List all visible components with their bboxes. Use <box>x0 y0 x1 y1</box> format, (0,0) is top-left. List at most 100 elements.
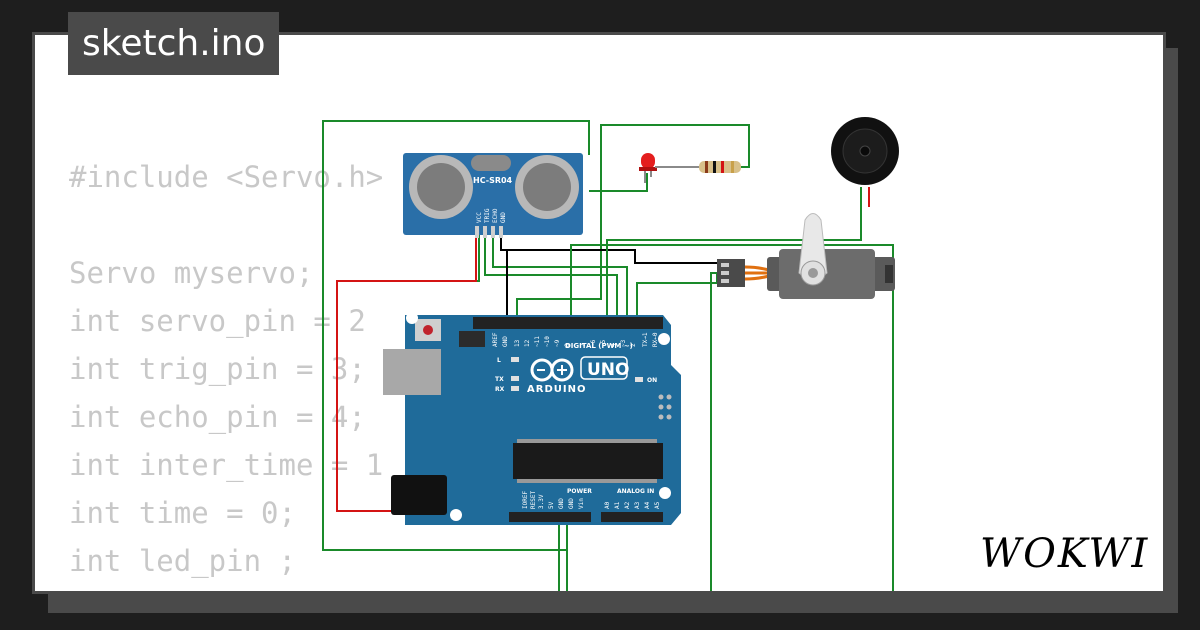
svg-text:~9: ~9 <box>554 339 561 347</box>
ultrasonic-sensor[interactable]: HC-SR04 VCC TRIG ECHO GND <box>403 153 583 238</box>
on-label: ON <box>647 377 657 384</box>
svg-text:A2: A2 <box>624 501 631 509</box>
svg-text:GND: GND <box>558 498 565 509</box>
resistor[interactable] <box>655 161 741 173</box>
code-line: int led_pin ; <box>69 544 296 578</box>
digital-header <box>473 317 663 329</box>
arduino-logo-icon <box>530 358 574 382</box>
digital-pin-labels: AREF GND 13 12 ~11 ~10 ~9 8 7 ~6 ~5 4 ~3… <box>492 332 659 347</box>
sensor-label: HC-SR04 <box>473 176 513 185</box>
wire-buzzer <box>606 187 862 318</box>
power-header <box>509 512 591 522</box>
svg-text:TX→1: TX→1 <box>642 332 649 347</box>
svg-text:GND: GND <box>568 498 575 509</box>
logo-label: ARDUINO <box>527 384 586 395</box>
sensor-header <box>475 226 503 238</box>
wire-sensor-gnd <box>500 235 508 318</box>
svg-text:~11: ~11 <box>534 336 541 347</box>
svg-text:IOREF: IOREF <box>522 491 529 509</box>
code-line: int time = 0; <box>69 496 296 530</box>
svg-text:A4: A4 <box>644 501 651 509</box>
led-label-rx: RX <box>495 386 505 393</box>
svg-text:~5: ~5 <box>600 339 607 347</box>
power-label: POWER <box>567 488 592 495</box>
sensor-right-mesh <box>523 163 571 211</box>
led-rim <box>639 167 657 171</box>
atmega-chip <box>513 443 663 479</box>
wire-servo-down <box>710 272 717 591</box>
mount-hole <box>406 312 418 324</box>
file-title-tab[interactable]: sketch.ino <box>68 12 280 75</box>
preview-card: #include <Servo.h> Servo myservo; int serv… <box>32 32 1166 594</box>
circuit-diagram: HC-SR04 VCC TRIG ECHO GND <box>322 117 899 591</box>
mount-hole <box>450 509 462 521</box>
analog-header <box>601 512 663 522</box>
buzzer[interactable] <box>831 117 899 185</box>
svg-text:13: 13 <box>514 339 521 347</box>
power-pin-labels: IOREF RESET 3.3V 5V GND GND Vin <box>522 491 585 509</box>
sensor-crystal <box>471 155 511 171</box>
svg-text:3.3V: 3.3V <box>538 494 545 509</box>
svg-text:RESET: RESET <box>530 491 537 509</box>
arduino-uno[interactable]: AREF GND 13 12 ~11 ~10 ~9 8 7 ~6 ~5 4 ~3… <box>383 312 681 525</box>
icsp-right <box>658 394 672 420</box>
power-jack <box>391 475 447 515</box>
code-line: Servo myservo; <box>69 256 314 290</box>
svg-text:A5: A5 <box>654 501 661 509</box>
mount-hole <box>658 333 670 345</box>
svg-text:7: 7 <box>580 343 587 347</box>
led-body <box>641 153 655 169</box>
wire-resistor <box>600 124 750 168</box>
sensor-pin-echo: ECHO <box>492 208 499 223</box>
sensor-pin-vcc: VCC <box>476 212 483 223</box>
svg-text:12: 12 <box>524 339 531 347</box>
svg-text:GND: GND <box>502 336 509 347</box>
code-listing: #include <Servo.h> Servo myservo; int serv… <box>69 153 384 591</box>
svg-text:AREF: AREF <box>492 332 499 347</box>
wokwi-logo: WOKWI <box>980 531 1149 577</box>
wire-echo <box>492 235 628 318</box>
wire-led-pin <box>516 137 602 318</box>
servo-top <box>779 249 875 299</box>
led-label-tx: TX <box>495 376 504 383</box>
wire-trig <box>484 235 618 318</box>
usb-port <box>383 349 441 395</box>
brand-text: WOKWI <box>980 531 1149 577</box>
svg-text:5V: 5V <box>548 501 555 509</box>
svg-text:Vin: Vin <box>578 498 585 509</box>
servo-motor[interactable] <box>717 213 895 300</box>
wire-servo-vcc <box>570 244 894 591</box>
sensor-pin-labels: VCC TRIG ECHO GND <box>476 208 507 223</box>
resistor-body <box>699 161 741 173</box>
analog-pin-labels: A0 A1 A2 A3 A4 A5 <box>604 501 661 509</box>
svg-text:RX←0: RX←0 <box>652 332 659 347</box>
svg-text:A0: A0 <box>604 501 611 509</box>
model-label: UNO <box>587 360 629 380</box>
sensor-pin-gnd: GND <box>500 212 507 223</box>
code-line: int inter_time = 1 <box>69 448 384 482</box>
code-line: int trig_pin = 3; <box>69 352 366 386</box>
wire-led <box>589 173 648 192</box>
svg-text:4: 4 <box>610 343 617 347</box>
uno-box <box>580 356 628 380</box>
svg-text:8: 8 <box>564 343 571 347</box>
sensor-pin-trig: TRIG <box>484 208 491 223</box>
sensor-left-mesh <box>417 163 465 211</box>
svg-text:~10: ~10 <box>544 336 551 347</box>
svg-text:~6: ~6 <box>590 339 597 347</box>
code-line: #include <Servo.h> <box>69 160 384 194</box>
code-line: int servo_pin = 2 <box>69 304 366 338</box>
svg-text:~3: ~3 <box>620 339 627 347</box>
analog-label: ANALOG IN <box>617 488 654 495</box>
svg-text:A1: A1 <box>614 501 621 509</box>
svg-text:A3: A3 <box>634 501 641 509</box>
code-line: int echo_pin = 4; <box>69 400 366 434</box>
led[interactable] <box>639 153 657 183</box>
mount-hole <box>659 487 671 499</box>
wire-servo-gnd <box>507 249 717 264</box>
led-label-l: L <box>497 357 501 364</box>
icsp-header <box>459 331 485 347</box>
svg-text:2: 2 <box>630 343 637 347</box>
digital-label: DIGITAL (PWM ~) <box>565 342 633 350</box>
wires <box>322 120 894 591</box>
